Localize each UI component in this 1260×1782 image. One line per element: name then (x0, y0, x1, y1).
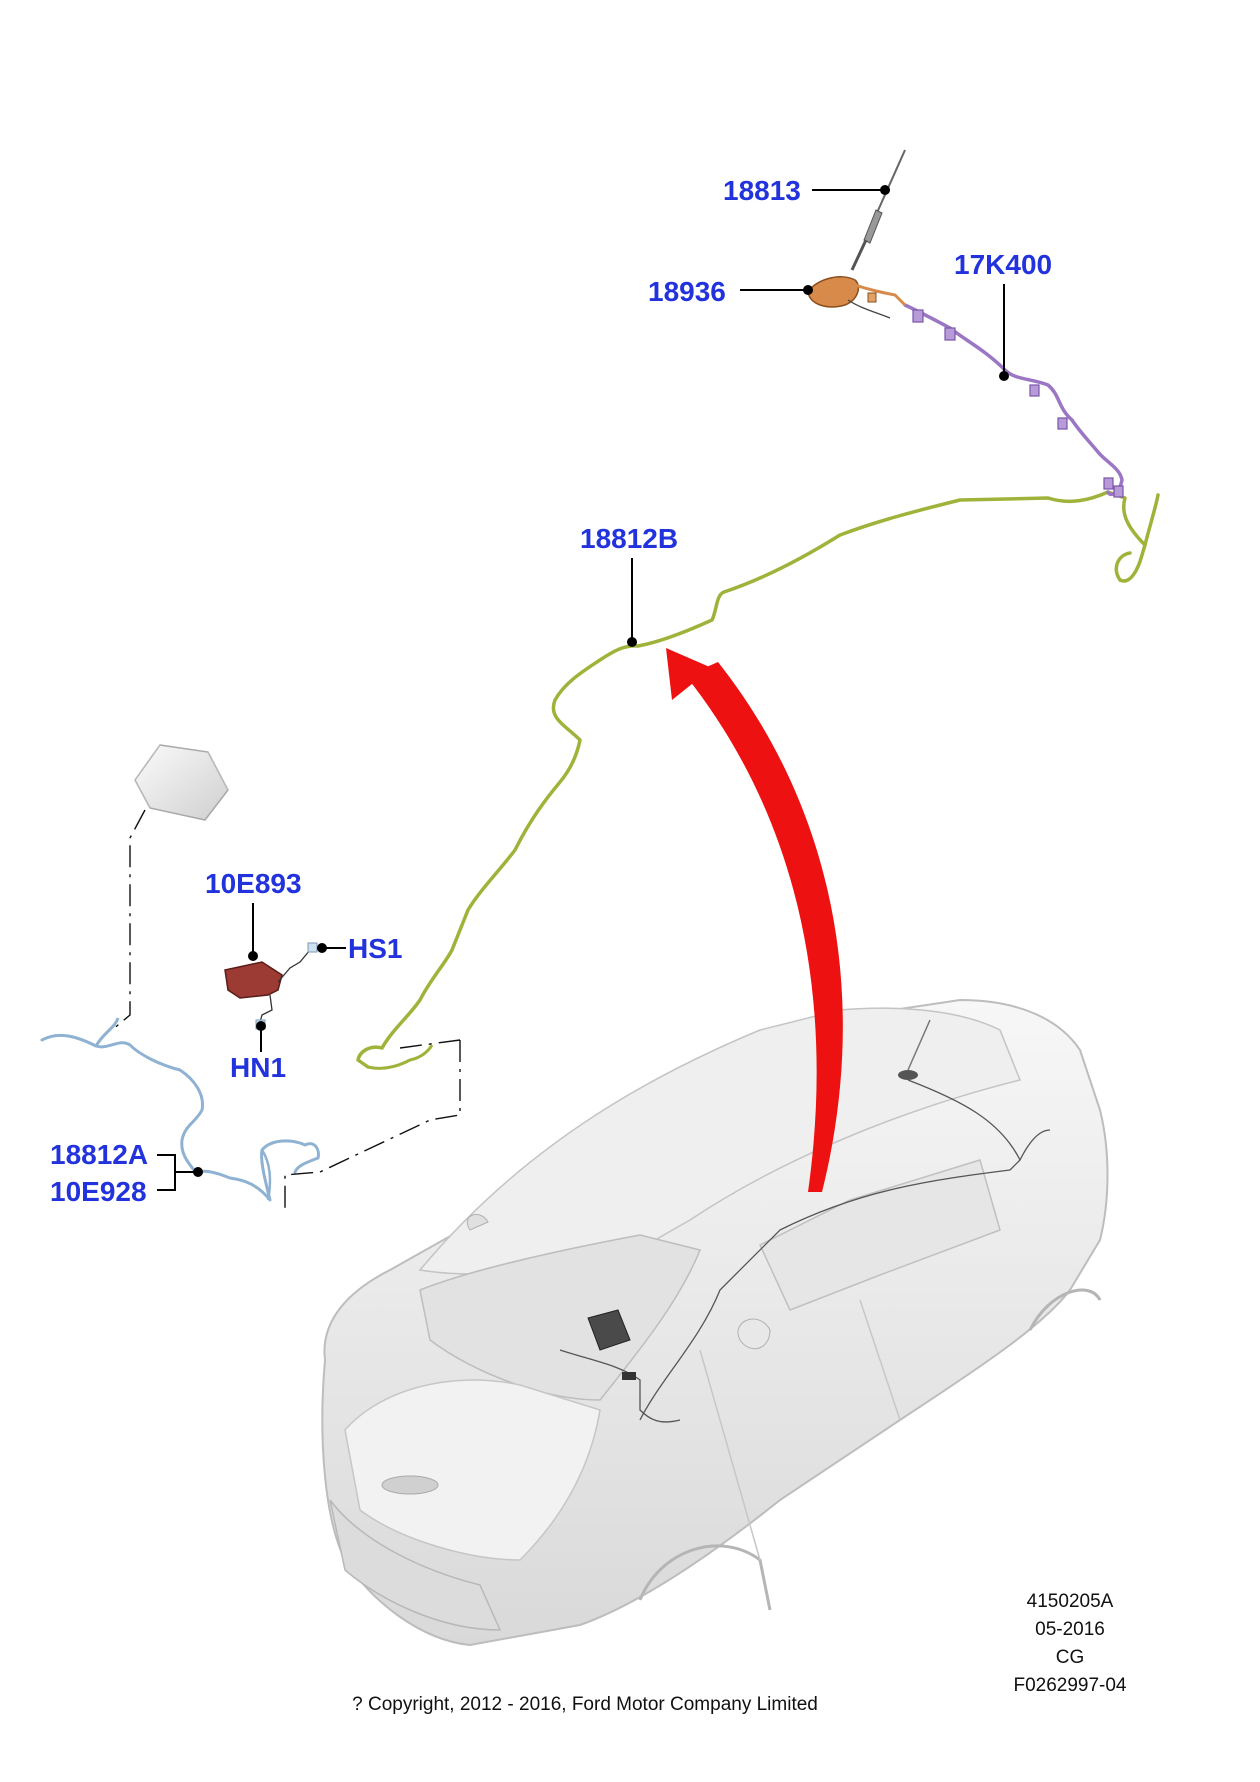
callout-17K400: 17K400 (954, 249, 1052, 280)
antenna-mast-18813 (850, 149, 906, 271)
callout-18812A: 18812A (50, 1139, 148, 1170)
callout-10E893: 10E893 (205, 868, 302, 899)
control-module-box (134, 744, 229, 821)
callout-leaders (157, 185, 1009, 1191)
ref-code: 4150205A (1027, 1591, 1114, 1612)
callout-18812B: 18812B (580, 523, 678, 554)
copyright-notice: ? Copyright, 2012 - 2016, Ford Motor Com… (352, 1694, 818, 1715)
callout-labels: 18813 18936 17K400 18812B 10E893 HS1 HN1… (50, 175, 1052, 1207)
figure-footer: 4150205A 05-2016 CG F0262997-04 ? Copyri… (352, 1591, 1127, 1715)
figure-id: F0262997-04 (1013, 1675, 1126, 1696)
vehicle-antenna-mount (898, 1070, 918, 1080)
callout-18936: 18936 (648, 276, 726, 307)
callout-HS1: HS1 (348, 933, 402, 964)
vehicle-module-icon (587, 1309, 631, 1351)
direction-arrow (666, 648, 843, 1192)
vehicle-body (321, 998, 1109, 1647)
antenna-base-18936 (807, 276, 907, 319)
cable-dash-link (284, 1040, 461, 1210)
module-dash-link (111, 809, 146, 1031)
harness-17K400-connectors (912, 309, 1124, 498)
harness-17K400 (903, 303, 1124, 497)
region-code: CG (1056, 1647, 1085, 1668)
callout-HN1: HN1 (230, 1052, 286, 1083)
module-10E893 (224, 942, 318, 1030)
callout-10E928: 10E928 (50, 1176, 147, 1207)
callout-18813: 18813 (723, 175, 801, 206)
cable-dash-link-top (399, 1039, 461, 1049)
date-code: 05-2016 (1035, 1619, 1105, 1640)
